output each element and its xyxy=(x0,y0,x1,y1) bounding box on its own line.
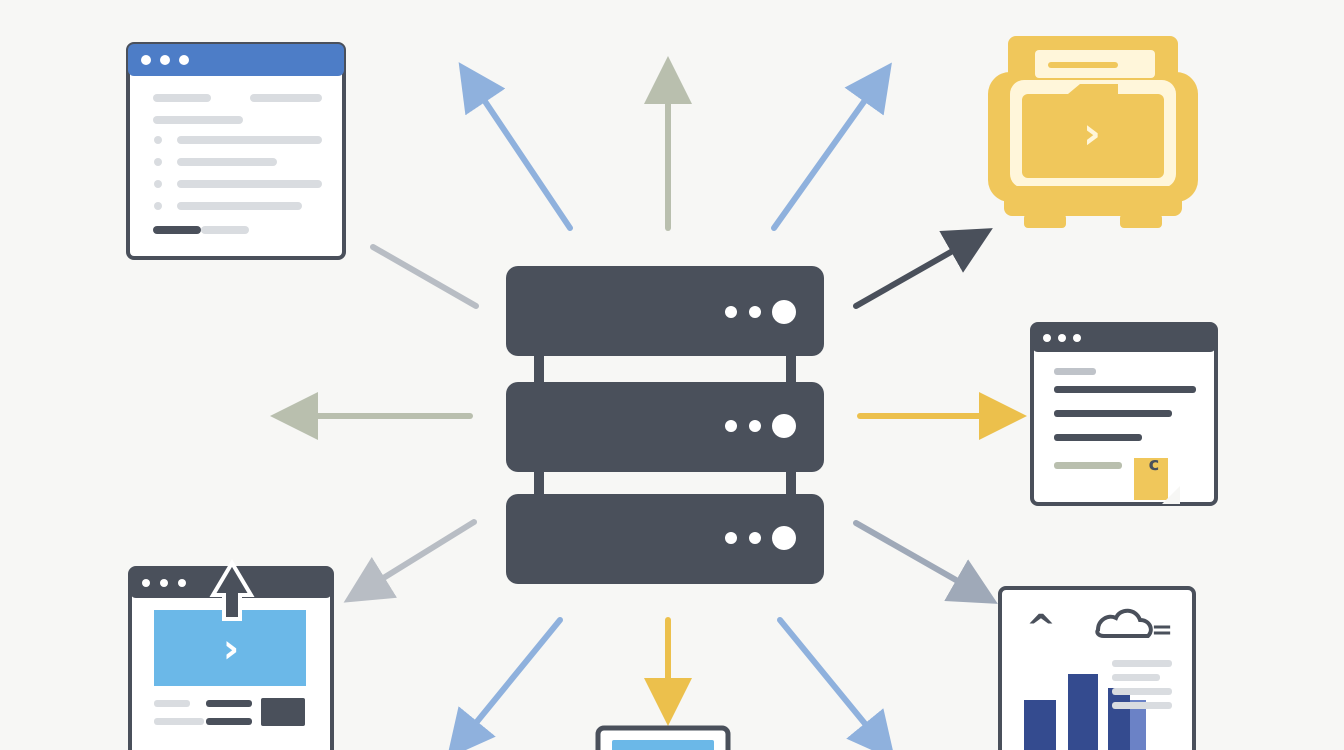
bottom-right-chart-dashboard-icon: ^ = xyxy=(998,586,1196,750)
top-right-folder-monitor-icon: › xyxy=(988,36,1198,228)
upload-prompt-glyph: › xyxy=(223,626,239,672)
server-rack-icon xyxy=(506,266,824,584)
dashboard-lines-glyph: = xyxy=(1151,615,1173,645)
document-letter-glyph: c xyxy=(1149,454,1160,475)
line-top-left xyxy=(370,244,479,309)
arrow-down-right xyxy=(853,520,998,604)
bottom-center-monitor-icon xyxy=(595,725,731,750)
arrow-right-up xyxy=(853,228,993,309)
dashboard-chevron-glyph: ^ xyxy=(1026,608,1056,649)
bottom-left-upload-window-icon: › xyxy=(128,559,334,750)
arrow-down-left xyxy=(446,617,563,750)
connector-arrows xyxy=(270,55,1027,750)
top-left-document-window-icon xyxy=(126,42,346,260)
arrow-up-right xyxy=(771,62,892,231)
arrow-left-lower xyxy=(343,519,477,603)
arrow-down-right-lower xyxy=(777,617,896,750)
folder-prompt-glyph: › xyxy=(1083,108,1101,159)
arrow-up-left xyxy=(458,62,573,231)
cloud-icon xyxy=(1095,608,1153,638)
right-text-document-window-icon: c xyxy=(1030,322,1218,506)
